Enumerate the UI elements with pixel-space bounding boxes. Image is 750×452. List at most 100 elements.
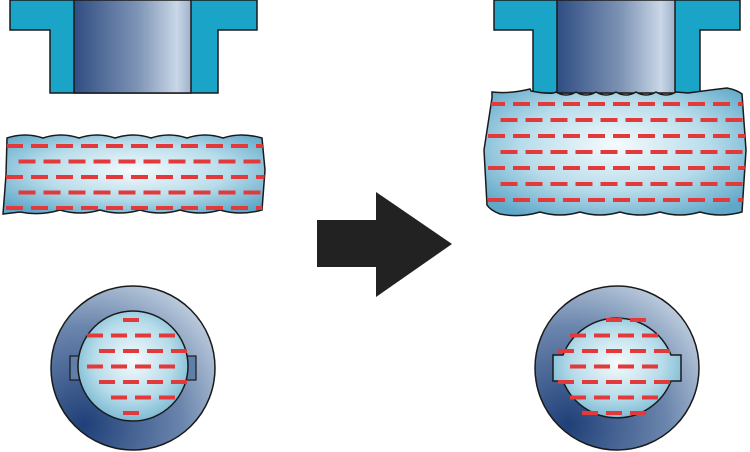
grain-dash [575, 150, 593, 154]
grain-dash [725, 182, 743, 186]
grain-dash [558, 380, 574, 384]
grain-dash [111, 333, 127, 338]
grain-dash [594, 333, 610, 338]
grain-dash [738, 134, 746, 138]
grain-dash [650, 150, 668, 154]
grain-dash [123, 380, 139, 384]
grain-dash [575, 118, 593, 122]
grain-dash [588, 166, 605, 170]
grain-dash [625, 150, 643, 154]
grain-dash [606, 318, 622, 322]
grain-dash [618, 333, 634, 338]
grain-dash [147, 380, 163, 384]
grain-dash [513, 198, 530, 202]
grain-dash [575, 182, 593, 186]
grain-dash [563, 198, 580, 202]
grain-dash [231, 175, 248, 179]
grain-dash [654, 349, 670, 353]
grain-dash [650, 118, 668, 122]
grain-dash [654, 380, 670, 384]
grain-dash [81, 144, 98, 148]
grain-dash [99, 380, 115, 384]
grain-dash [663, 134, 680, 138]
grain-dash [68, 190, 86, 195]
grain-dash [563, 134, 580, 138]
grain-dash [513, 102, 530, 106]
grain-dashes-disc-before [87, 318, 187, 415]
grain-dash [618, 395, 634, 400]
grain-dash [181, 175, 198, 179]
grain-dash [588, 102, 605, 106]
grain-dash [500, 150, 518, 154]
grain-dash [181, 144, 198, 148]
grain-dash [43, 190, 61, 195]
grain-dash [738, 166, 746, 170]
grain-dash [570, 395, 586, 400]
grain-dash [18, 190, 36, 195]
grain-dash [159, 333, 175, 338]
grain-dash [156, 175, 173, 179]
grain-dash [206, 144, 223, 148]
grain-dash [688, 166, 705, 170]
grain-dash [18, 159, 36, 164]
grain-dash [618, 364, 634, 369]
grain-dash [56, 144, 73, 148]
grain-dash [725, 118, 743, 122]
grain-dash [123, 349, 139, 353]
grain-dash [638, 198, 655, 202]
grain-dash [538, 102, 555, 106]
grain-dash [600, 182, 618, 186]
grain-dash [31, 175, 48, 179]
grain-dash [563, 166, 580, 170]
grain-dash [93, 190, 111, 195]
grain-dashes-disc-after [558, 318, 670, 415]
grain-dash [181, 206, 198, 210]
grain-dash [106, 175, 123, 179]
grain-dash [650, 182, 668, 186]
grain-dash [56, 175, 73, 179]
grain-dash [6, 206, 23, 210]
grain-dash [488, 166, 505, 170]
grain-dash [582, 349, 598, 353]
grain-dash [147, 349, 163, 353]
grain-dash [43, 159, 61, 164]
grain-dash [81, 206, 98, 210]
grain-dash [688, 198, 705, 202]
grain-dash [171, 349, 187, 353]
grain-dash [738, 102, 746, 106]
grain-dash [594, 395, 610, 400]
grain-dash [582, 380, 598, 384]
arrow-right [317, 192, 452, 297]
grain-dash [231, 144, 248, 148]
grain-dash [642, 395, 658, 400]
grain-dash [6, 175, 23, 179]
grain-dashes-after [488, 102, 746, 202]
grain-dash [725, 150, 743, 154]
grain-dash [675, 182, 693, 186]
grain-dash [642, 333, 658, 338]
grain-dash [700, 182, 718, 186]
grain-dash [135, 364, 151, 369]
grain-dash [500, 118, 518, 122]
grain-dash [131, 206, 148, 210]
grain-dash [68, 159, 86, 164]
grain-dash [600, 150, 618, 154]
grain-dash [738, 198, 746, 202]
grain-dash [630, 318, 646, 322]
grain-dash [606, 411, 622, 415]
grain-dash [525, 118, 543, 122]
grain-dash [206, 175, 223, 179]
grain-dash [638, 166, 655, 170]
grain-dash [99, 349, 115, 353]
grain-dash [123, 411, 139, 415]
grain-dash [675, 118, 693, 122]
grain-dash [630, 411, 646, 415]
grain-dash [558, 349, 574, 353]
grain-dash [256, 175, 265, 179]
grain-dash [31, 206, 48, 210]
grain-dash [700, 118, 718, 122]
grain-dash [663, 166, 680, 170]
grain-dash [570, 333, 586, 338]
grain-dash [6, 144, 23, 148]
